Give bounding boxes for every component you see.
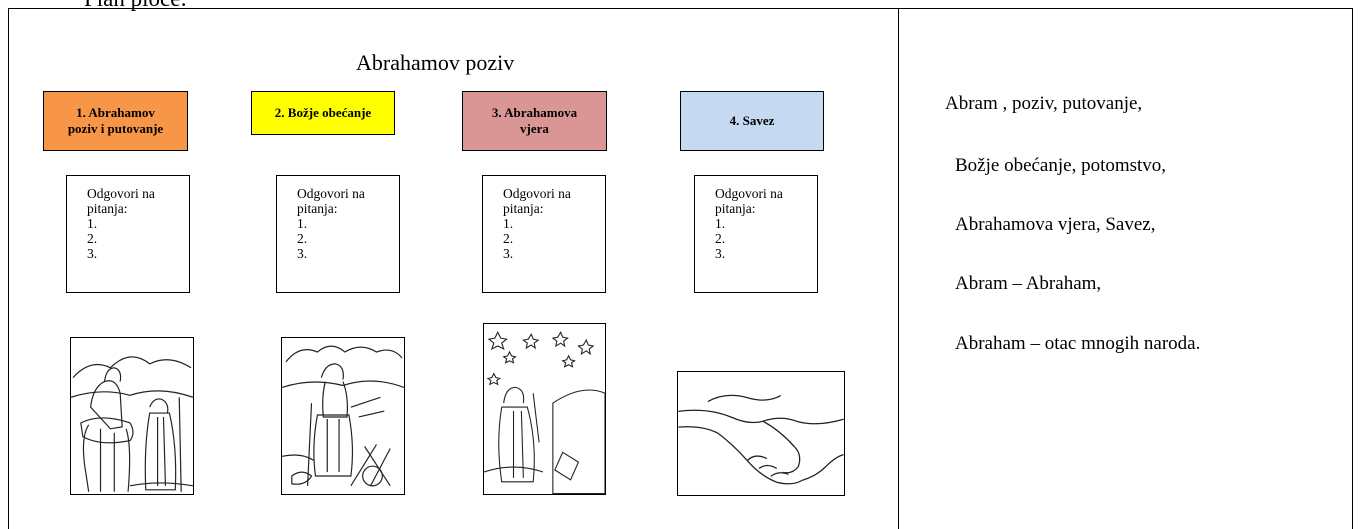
questions-intro-line-2: pitanja: (87, 201, 128, 216)
question-item-2: 2. (503, 231, 514, 246)
questions-box-3: Odgovori na pitanja: 1. 2. 3. (482, 175, 606, 293)
questions-box-4: Odgovori na pitanja: 1. 2. 3. (694, 175, 818, 293)
keyword-line-5: Abraham – otac mnogih naroda. (955, 333, 1201, 354)
question-item-3: 3. (503, 246, 514, 261)
keyword-line-1: Abram , poziv, putovanje, (945, 93, 1143, 114)
heading-box-4: 4. Savez (680, 91, 824, 151)
heading-box-2: 2. Božje obećanje (251, 91, 395, 135)
heading-1-line-2: poziv i putovanje (67, 121, 164, 136)
heading-4-line-1: 4. Savez (729, 113, 775, 128)
questions-intro-line-1: Odgovori na (87, 186, 155, 201)
questions-intro-line-1: Odgovori na (715, 186, 783, 201)
page-title: Abrahamov poziv (356, 50, 515, 75)
question-item-3: 3. (87, 246, 98, 261)
heading-3-line-2: vjera (520, 121, 549, 136)
question-item-1: 1. (297, 216, 308, 231)
questions-intro-line-2: pitanja: (297, 201, 338, 216)
keyword-line-2: Božje obećanje, potomstvo, (955, 155, 1167, 176)
question-item-2: 2. (297, 231, 308, 246)
abraham-journey-illustration (70, 337, 194, 495)
keyword-line-4: Abram – Abraham, (955, 273, 1102, 294)
questions-box-2: Odgovori na pitanja: 1. 2. 3. (276, 175, 400, 293)
questions-intro-line-2: pitanja: (715, 201, 756, 216)
board-plan-heading: Plan ploče: (84, 0, 187, 12)
heading-2-line-1: 2. Božje obećanje (274, 105, 372, 120)
questions-intro-line-2: pitanja: (503, 201, 544, 216)
column-divider (898, 8, 899, 529)
question-item-1: 1. (715, 216, 726, 231)
heading-3-line-1: 3. Abrahamova (491, 105, 578, 120)
questions-box-1: Odgovori na pitanja: 1. 2. 3. (66, 175, 190, 293)
question-item-3: 3. (297, 246, 308, 261)
question-item-3: 3. (715, 246, 726, 261)
question-item-2: 2. (87, 231, 98, 246)
question-item-2: 2. (715, 231, 726, 246)
heading-1-line-1: 1. Abrahamov (76, 105, 155, 120)
board-table (8, 8, 1353, 529)
question-item-1: 1. (503, 216, 514, 231)
handshake-illustration (677, 371, 845, 496)
keyword-line-3: Abrahamova vjera, Savez, (955, 214, 1156, 235)
questions-intro-line-1: Odgovori na (297, 186, 365, 201)
abraham-faith-illustration (483, 323, 606, 495)
abraham-promise-illustration (281, 337, 405, 495)
questions-intro-line-1: Odgovori na (503, 186, 571, 201)
question-item-1: 1. (87, 216, 98, 231)
